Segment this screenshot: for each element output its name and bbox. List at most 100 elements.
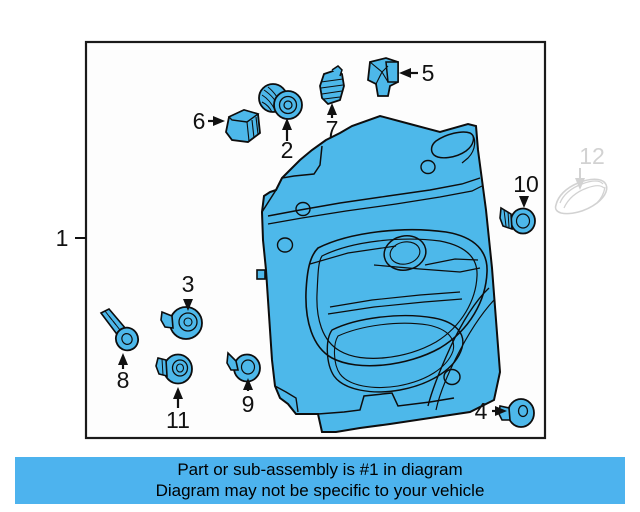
grommet-rib-d [261, 101, 273, 113]
grooved-retainer-collar [155, 357, 168, 378]
part-bracket-clip[interactable] [367, 57, 399, 97]
callout-3-arrowhead [183, 299, 193, 311]
screw-head [114, 326, 140, 352]
callout-5-arrowhead [399, 68, 411, 78]
part-small-rivet-clip[interactable] [226, 351, 261, 383]
callout-6-arrowhead [213, 116, 225, 126]
screw-head-drive [121, 333, 133, 345]
callout-label-4: 4 [475, 398, 488, 424]
panel-upper-contour-2 [267, 185, 483, 225]
part-tapping-screw[interactable] [99, 308, 142, 354]
callout-12-arrowhead [575, 178, 585, 190]
wedge-block-rib-3 [255, 116, 259, 135]
panel-crease-5 [327, 298, 463, 315]
round-clip-head-bore [517, 404, 529, 418]
callout-label-8: 8 [117, 367, 130, 393]
block-clip-rib-2 [320, 84, 344, 89]
panel-bottom-step [317, 392, 455, 415]
assist-handle-inner-2 [563, 185, 605, 209]
part-round-head-clip[interactable] [498, 398, 535, 428]
callout-label-2: 2 [281, 137, 294, 163]
push-pin-barb-1 [503, 209, 507, 227]
panel-left-step [261, 145, 323, 213]
retainer-head-ring [178, 312, 198, 332]
banner-line-1: Part or sub-assembly is #1 in diagram [177, 460, 463, 480]
panel-pocket-recess-inner [316, 238, 478, 359]
part-quarter-trim-panel[interactable] [256, 114, 502, 433]
part-ribbed-wedge-block[interactable] [225, 109, 261, 143]
callout-label-7: 7 [326, 116, 339, 142]
retainer-head-bore [183, 317, 193, 327]
part-ribbed-grommet[interactable] [258, 83, 303, 120]
callout-label-10: 10 [513, 171, 539, 197]
block-clip-rib-3 [321, 90, 343, 95]
quarter-trim-panel-body [260, 114, 502, 433]
part-ribbed-block-clip[interactable] [319, 65, 345, 106]
callout-9-arrowhead [243, 378, 253, 390]
panel-handle-cup [383, 235, 427, 271]
grommet-head-bore [283, 100, 293, 110]
callout-10-arrowhead [519, 196, 529, 208]
panel-bottom-left-step [274, 385, 299, 413]
panel-hole-lower-right [443, 368, 461, 386]
panel-top-recess-edge [461, 132, 476, 164]
diagram-notice-banner: Part or sub-assembly is #1 in diagram Di… [15, 457, 625, 504]
block-clip-rib-4 [323, 96, 341, 100]
wedge-block-top-face [227, 109, 260, 123]
bracket-clip-crease-2 [381, 65, 389, 73]
bracket-clip-crease-3 [381, 71, 389, 83]
panel-left-tab [256, 269, 266, 280]
panel-hole-left-upper [295, 201, 311, 217]
panel-handle-cup-inner [389, 241, 421, 265]
callout-4-arrowhead [495, 406, 507, 416]
panel-lower-pocket-inner [333, 322, 455, 389]
panel-crease-1 [309, 245, 397, 265]
grommet-head-disc [273, 90, 303, 120]
push-pin-head [510, 207, 536, 235]
wedge-block-rib-2 [251, 119, 255, 139]
callout-label-9: 9 [242, 391, 255, 417]
assist-handle-body [554, 178, 608, 215]
part-barbed-push-pin[interactable] [499, 206, 536, 235]
part-push-in-retainer[interactable] [160, 306, 203, 340]
panel-lower-pocket [326, 314, 464, 393]
callout-11-arrowhead [173, 387, 183, 399]
panel-upper-contour [267, 177, 481, 217]
retainer-stem [160, 310, 174, 329]
push-pin-head-ring [515, 213, 531, 229]
callout-7-arrowhead [327, 103, 337, 115]
callout-8-arrowhead [118, 353, 128, 365]
rivet-clip-ring [240, 359, 256, 375]
panel-hole-upper [420, 159, 436, 175]
grooved-retainer-bore [175, 363, 185, 373]
panel-crease-3 [373, 264, 481, 273]
callout-label-1: 1 [56, 225, 69, 251]
callout-label-5: 5 [422, 60, 435, 86]
panel-hole-left-mid [276, 237, 294, 253]
callout-label-3: 3 [182, 271, 195, 297]
callout-label-12: 12 [579, 143, 605, 169]
panel-right-contour-1 [427, 287, 490, 407]
bracket-clip-fin [385, 61, 399, 83]
panel-pocket-recess [305, 228, 488, 367]
grooved-retainer-ring [171, 359, 189, 377]
push-pin-barb-2 [507, 211, 510, 228]
panel-crease-4 [329, 291, 461, 308]
panel-crease-2 [424, 258, 479, 266]
grooved-retainer-groove [161, 358, 164, 376]
part-grooved-retainer[interactable] [155, 353, 193, 385]
panel-right-contour-2 [435, 299, 495, 411]
banner-line-2: Diagram may not be specific to your vehi… [155, 480, 485, 500]
block-clip-rib-1 [320, 78, 344, 83]
callout-label-11: 11 [166, 407, 190, 433]
rivet-clip-stem [226, 351, 239, 371]
callout-2-arrowhead [282, 118, 292, 130]
callout-label-6: 6 [193, 108, 206, 134]
panel-top-recess [430, 131, 475, 159]
assist-handle-end-cap [596, 186, 606, 204]
grommet-head-ring [278, 95, 298, 115]
block-clip-stem [331, 65, 343, 77]
round-clip-head [507, 398, 535, 428]
screw-thread-3 [112, 320, 121, 331]
